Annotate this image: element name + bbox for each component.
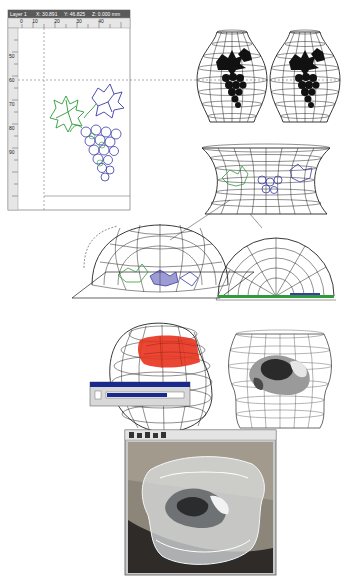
ruler-number: 70: [9, 102, 15, 107]
ruler-number: 60: [9, 78, 15, 83]
status-text: Layer 1: [10, 12, 27, 17]
ruler-number: 40: [98, 19, 104, 24]
ruler-number: 20: [54, 19, 60, 24]
ruler-number: 90: [9, 150, 15, 155]
ruler-number: 30: [76, 19, 82, 24]
ruler-number: 0: [20, 19, 23, 24]
ruler-number: 10: [32, 19, 38, 24]
status-text: Z: 0.000 mm: [92, 12, 120, 17]
status-text: Y: 46.825: [64, 12, 85, 17]
status-text: X: 30.891: [36, 12, 57, 17]
ruler-number: 80: [9, 126, 15, 131]
ruler-number: 50: [9, 54, 15, 59]
